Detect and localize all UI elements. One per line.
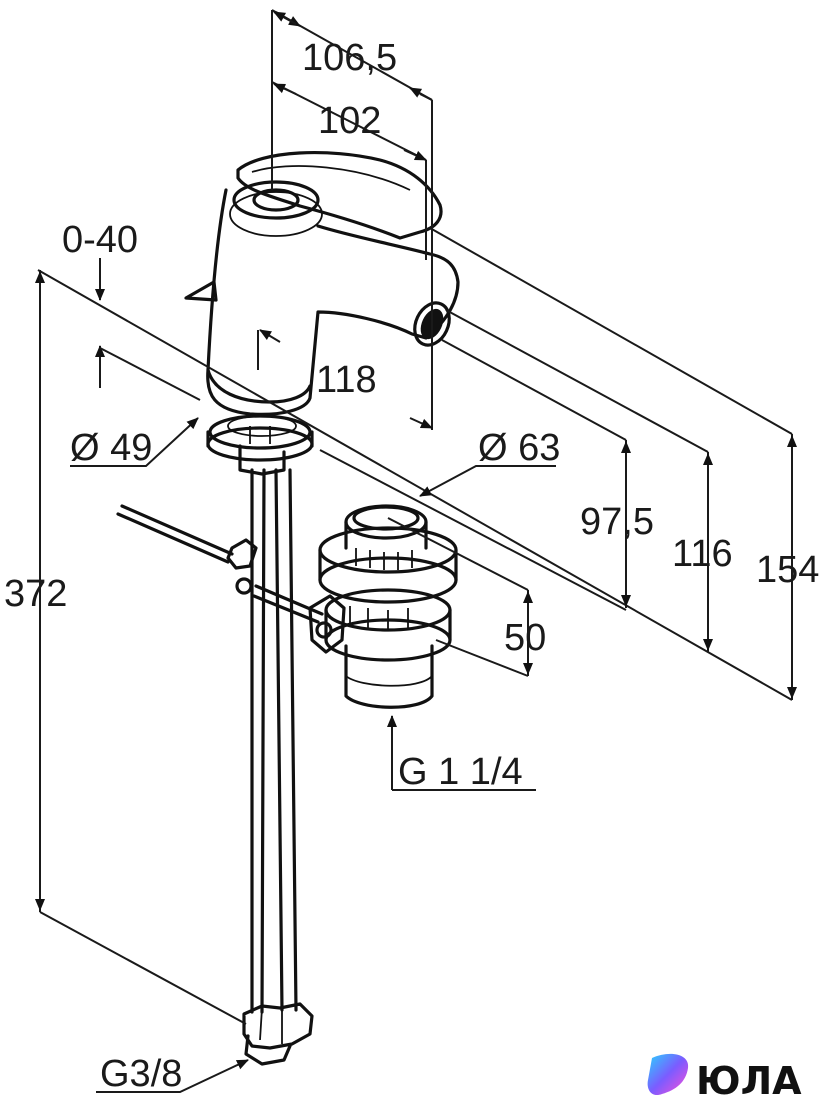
yula-logo: ЮЛА [647,1053,802,1100]
faucet-base [206,414,314,476]
dim-106-5: 106,5 [302,37,397,79]
dim-0-40: 0-40 [62,219,138,261]
dim-diameter-63: Ø 63 [478,427,560,469]
dim-118: 118 [316,359,377,401]
dim-102: 102 [318,100,381,142]
supply-hoses [226,468,314,1066]
dim-372: 372 [4,573,67,615]
dim-154: 154 [756,549,819,591]
dim-116: 116 [672,533,733,575]
dimension-lines [35,9,797,1093]
drain-valve [308,504,458,709]
yula-logo-icon [647,1053,689,1096]
dim-g-1-1-4: G 1 1/4 [398,751,523,793]
yula-logo-text: ЮЛА [696,1059,802,1100]
faucet-body [184,150,460,416]
dim-g-3-8: G3/8 [100,1053,182,1095]
dim-50: 50 [504,617,546,659]
dimension-labels: 106,5 102 0-40 118 Ø 49 Ø 63 97,5 116 15… [4,37,819,1095]
dim-97-5: 97,5 [580,501,654,543]
dim-diameter-49: Ø 49 [70,427,152,469]
